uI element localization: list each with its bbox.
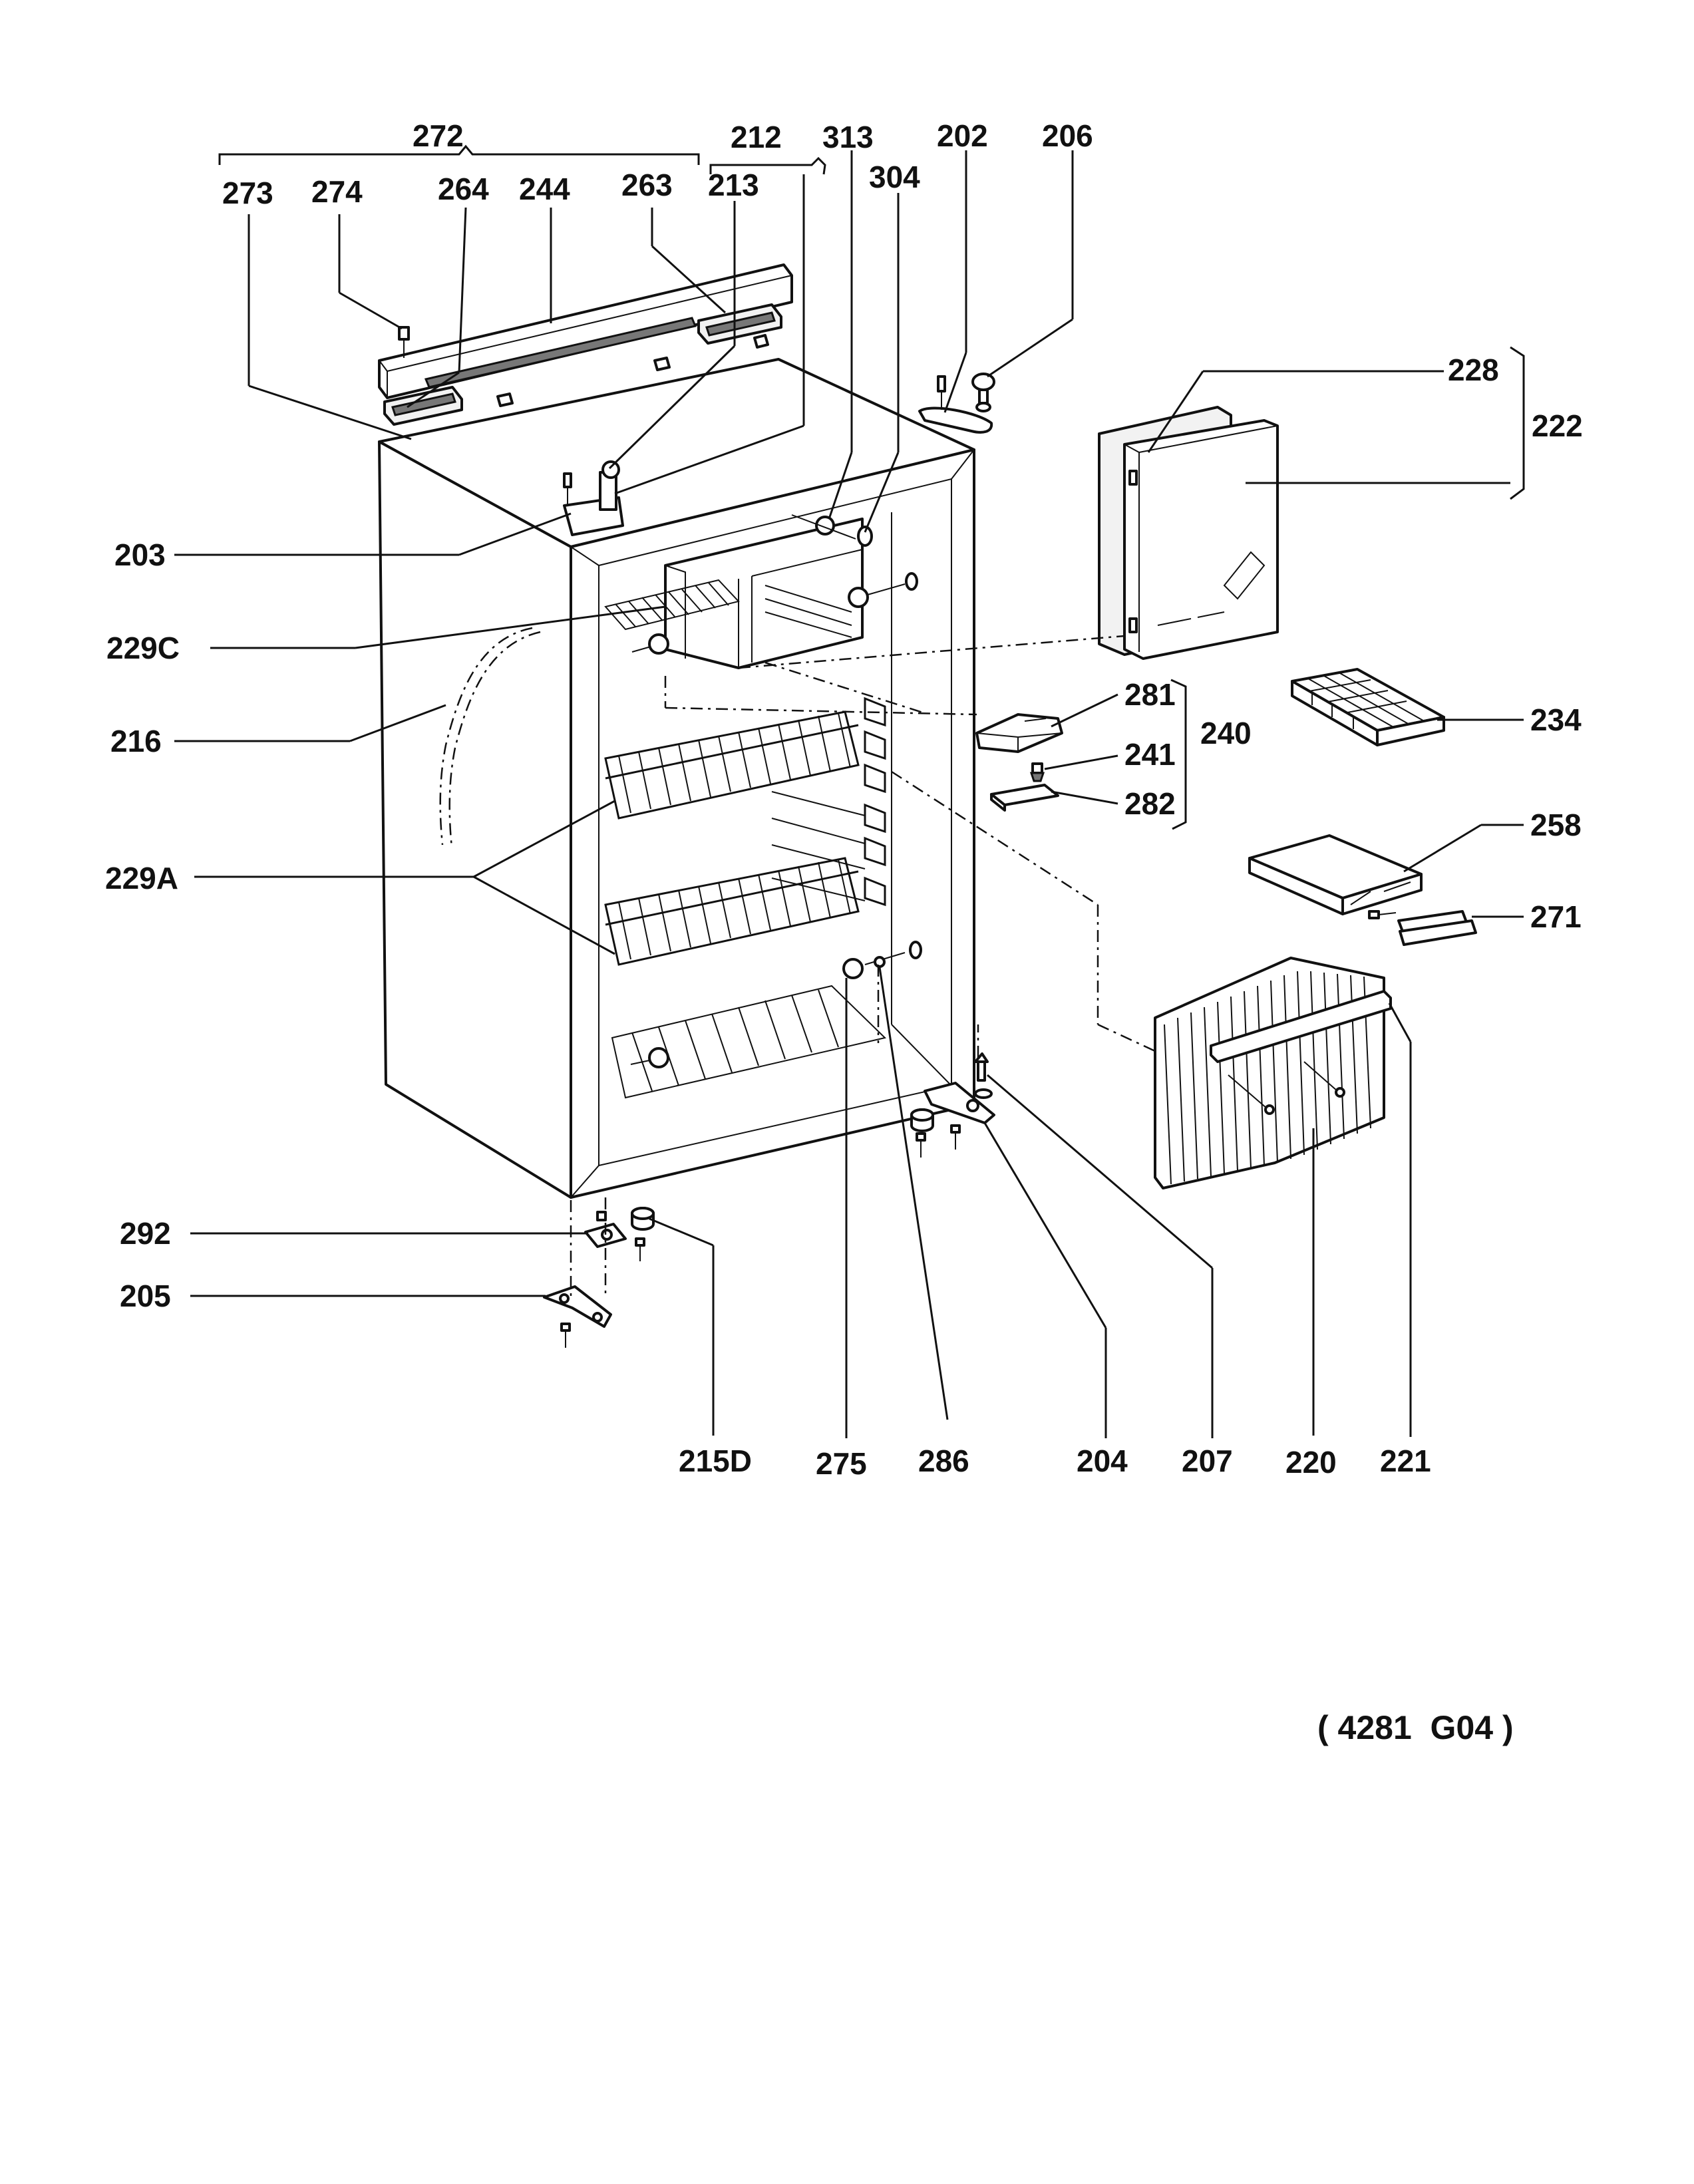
- callout-205: 205: [120, 1279, 171, 1313]
- callout-264: 264: [438, 172, 489, 206]
- bracket-212: [709, 156, 826, 175]
- alignment-lines: [664, 635, 1156, 1052]
- hinge-204: [924, 1082, 995, 1124]
- bracket-222: [1510, 346, 1525, 500]
- nut-top-2: [653, 357, 671, 371]
- callout-304: 304: [869, 160, 920, 194]
- bracket-292: [584, 1211, 627, 1248]
- foot-right: [910, 1108, 934, 1132]
- callout-221: 221: [1380, 1444, 1431, 1478]
- hinge-202: [918, 375, 993, 434]
- pin-206: [971, 373, 995, 412]
- shelf-229A-upper: [604, 710, 860, 820]
- screw-304: [857, 526, 873, 547]
- callout-229C: 229C: [106, 631, 180, 665]
- hinge-203: [563, 460, 624, 536]
- screw-clip-271: [1368, 910, 1397, 919]
- callout-204: 204: [1077, 1444, 1128, 1478]
- knob-cover-282: [990, 784, 1059, 812]
- shelf-229A-lower: [604, 857, 860, 966]
- bracket-272: [218, 144, 700, 165]
- hinge-205: [543, 1285, 612, 1348]
- callout-203: 203: [114, 538, 166, 572]
- callout-241: 241: [1124, 737, 1176, 772]
- callout-222: 222: [1532, 408, 1583, 443]
- callout-273: 273: [222, 176, 273, 210]
- screw-274: [398, 326, 410, 358]
- crisper-drawer-220: [1154, 957, 1385, 1189]
- leader-lines: [174, 150, 1524, 1438]
- callout-213: 213: [708, 168, 759, 202]
- shelf-supports: [771, 697, 886, 907]
- callout-labels: 272 212 313 202 206 273 274 264 244 263 …: [105, 118, 1583, 1746]
- top-trim-bar: [378, 263, 793, 399]
- washer-286: [874, 956, 886, 968]
- freezer-compartment: [664, 518, 864, 669]
- drawing-code: ( 4281 G04 ): [1317, 1709, 1514, 1746]
- callout-229A: 229A: [105, 861, 178, 895]
- foot-215D: [631, 1207, 655, 1231]
- screw-inside-2: [631, 633, 669, 655]
- callout-286: 286: [918, 1444, 969, 1478]
- callout-220: 220: [1285, 1445, 1337, 1480]
- drawer-screws: [1228, 1061, 1345, 1115]
- callout-313: 313: [822, 120, 874, 154]
- foam-pad-264: [383, 386, 463, 426]
- nut-top-1: [496, 392, 514, 407]
- thermostat-housing-281: [975, 713, 1063, 753]
- freezer-door-222: [1098, 406, 1279, 660]
- callout-228: 228: [1448, 353, 1499, 387]
- callout-274: 274: [311, 174, 363, 209]
- callout-207: 207: [1182, 1444, 1233, 1478]
- screw-inside-3: [630, 1047, 669, 1068]
- callout-281: 281: [1124, 677, 1176, 712]
- ice-tray-234: [1291, 668, 1445, 746]
- callout-240: 240: [1200, 716, 1252, 750]
- callout-263: 263: [621, 168, 673, 202]
- callout-271: 271: [1530, 899, 1582, 934]
- clip-271: [1397, 910, 1477, 946]
- screw-313: [791, 514, 856, 540]
- callout-206: 206: [1042, 118, 1093, 153]
- screw-inside-1: [848, 572, 918, 608]
- drain-hose-216: [439, 627, 541, 848]
- foam-pad-263: [697, 303, 782, 345]
- knob-241: [1029, 762, 1045, 782]
- callout-244: 244: [519, 172, 570, 206]
- drawer-handle-221: [1210, 990, 1392, 1063]
- callout-282: 282: [1124, 786, 1176, 821]
- screw-275: [842, 941, 922, 979]
- bracket-240: [1170, 679, 1187, 830]
- screws-bottom-right: [916, 1124, 961, 1158]
- screw-215D: [635, 1237, 645, 1261]
- callout-258: 258: [1530, 808, 1582, 842]
- bottom-dash-lines: [570, 1024, 979, 1299]
- callout-292: 292: [120, 1216, 171, 1251]
- callout-216: 216: [110, 724, 162, 758]
- callout-234: 234: [1530, 702, 1582, 737]
- callout-275: 275: [816, 1446, 867, 1481]
- callout-215D: 215D: [679, 1444, 752, 1478]
- callout-212: 212: [731, 120, 782, 154]
- callout-272: 272: [413, 118, 464, 153]
- crisper-cover-258: [1248, 834, 1423, 915]
- callout-202: 202: [937, 118, 988, 153]
- nut-top-3: [753, 334, 769, 349]
